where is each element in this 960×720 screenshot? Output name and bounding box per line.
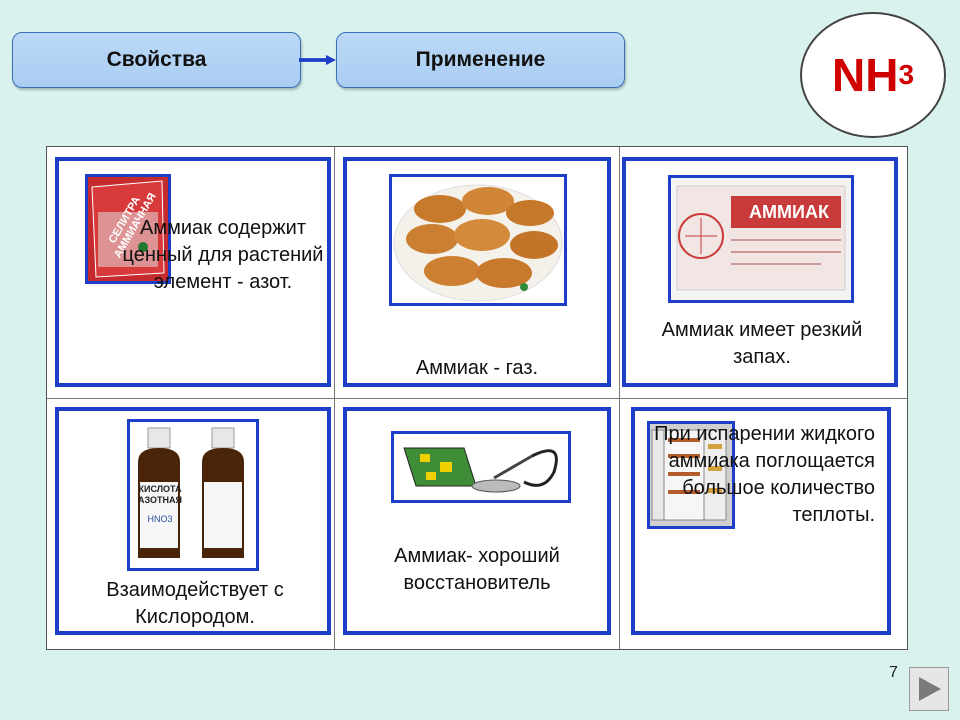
fertilizer-bag-image: СЕЛИТРА АММИАЧНАЯ — [85, 174, 171, 284]
play-arrow-icon — [919, 677, 941, 701]
content-grid: СЕЛИТРА АММИАЧНАЯ Аммиак содержит ценный… — [46, 146, 908, 650]
acid-bottles-image: КИСЛОТА АЗОТНАЯ HNO3 — [127, 419, 259, 571]
next-slide-button[interactable] — [909, 667, 949, 711]
ammonia-box-image: АММИАК — [668, 175, 854, 303]
arrow-right-icon — [299, 55, 336, 65]
cooling-text: При испарении жидкого аммиака поглощаетс… — [654, 423, 875, 526]
smell-card: АММИАК Аммиак имеет резкий запах. — [622, 157, 898, 387]
refrigerator-image — [647, 421, 735, 529]
soldering-image — [391, 431, 571, 503]
reducer-card: Аммиак- хороший восстановитель — [343, 407, 611, 635]
gas-text: Аммиак - газ. — [415, 357, 539, 379]
acid-bottle-formula: HNO3 — [147, 514, 173, 524]
formula-subscript: 3 — [898, 59, 915, 90]
grid-divider — [47, 398, 907, 399]
bottle-icon — [138, 427, 244, 558]
acid-card: КИСЛОТА АЗОТНАЯ HNO3 Взаимодействует с К… — [55, 407, 331, 635]
ammonia-box-icon — [671, 178, 851, 300]
fertilizer-text: Аммиак содержит ценный для растений элем… — [122, 217, 324, 293]
application-label: Применение — [415, 48, 546, 71]
smell-text: Аммиак имеет резкий запах. — [661, 319, 863, 368]
pastries-icon — [393, 184, 563, 302]
properties-label: Свойства — [106, 48, 207, 71]
acid-bottle-label: КИСЛОТА АЗОТНАЯ — [138, 484, 182, 505]
acid-text: Взаимодействует с Кислородом. — [106, 579, 284, 628]
refrigerator-icon — [650, 424, 732, 526]
ammonia-box-label: АММИАК — [749, 202, 829, 222]
gas-card: Аммиак - газ. — [343, 157, 611, 387]
properties-button[interactable]: Свойства — [12, 32, 301, 88]
fertilizer-card: СЕЛИТРА АММИАЧНАЯ Аммиак содержит ценный… — [55, 157, 331, 387]
application-button[interactable]: Применение — [336, 32, 625, 88]
page-number: 7 — [889, 664, 898, 681]
reducer-text: Аммиак- хороший восстановитель — [394, 545, 560, 594]
cooling-card: При испарении жидкого аммиака поглощаетс… — [631, 407, 891, 635]
soldering-iron-icon — [403, 447, 558, 493]
pastries-image — [389, 174, 567, 306]
formula-main: NH — [831, 49, 899, 101]
fertilizer-bag-icon — [88, 177, 168, 281]
